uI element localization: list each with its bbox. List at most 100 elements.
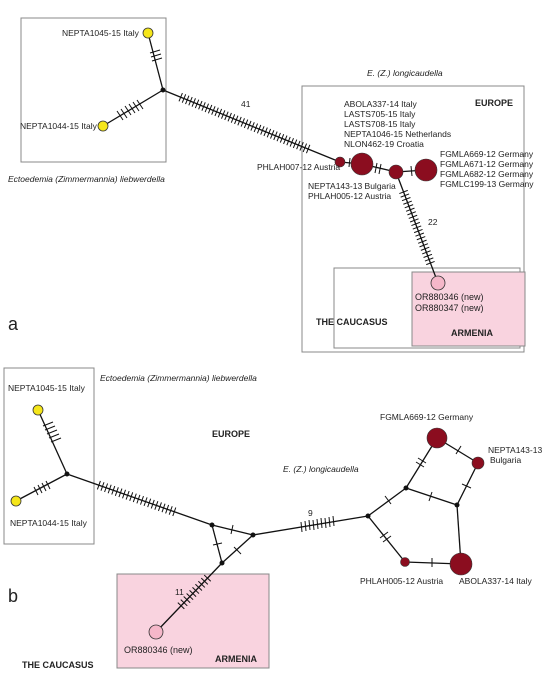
label-nepta1045-a: NEPTA1045-15 Italy — [62, 28, 140, 38]
edge-b-11 — [405, 487, 458, 506]
mutation-tick — [234, 115, 239, 125]
mutation-tick — [161, 503, 166, 513]
mutation-tick — [253, 123, 259, 133]
panel-a: NEPTA1045-15 Italy NEPTA1044-15 Italy Ec… — [8, 17, 534, 353]
label-italy-group-4: NLON462-19 Croatia — [344, 139, 424, 149]
mutation-tick — [129, 492, 134, 501]
mutation-tick — [419, 243, 429, 248]
label-nepta143-country-b: Bulgaria — [490, 455, 521, 465]
ticks-edge-b-8 — [300, 515, 335, 533]
label-germany-group-1: FGMLA671-12 Germany — [440, 159, 534, 169]
mutation-tick — [194, 99, 200, 109]
label-bulgaria-group-1: PHLAH005-12 Austria — [308, 191, 391, 201]
mutation-tick — [405, 207, 415, 212]
mutation-tick — [227, 112, 232, 122]
label-italy-group-3: NEPTA1046-15 Netherlands — [344, 129, 451, 139]
ticks-edge-a-5 — [374, 162, 382, 175]
mutation-tick — [183, 596, 191, 604]
tick-edge-b-4 — [230, 524, 234, 535]
node-abola337-b — [449, 552, 473, 576]
edge-b-4 — [211, 524, 254, 536]
label-italy-group-2: LASTS708-15 Italy — [344, 119, 416, 129]
mutation-tick — [416, 236, 426, 241]
mutation-tick — [96, 480, 101, 490]
label-nepta1044-a: NEPTA1044-15 Italy — [20, 121, 98, 131]
label-bulgaria-group-0: NEPTA143-13 Bulgaria — [308, 181, 396, 191]
mutation-tick — [172, 507, 177, 517]
ticks-edge-b-1 — [42, 421, 62, 443]
label-italy-group-1: LASTS705-15 Italy — [344, 109, 416, 119]
mutation-tick — [426, 260, 435, 266]
mutation-tick — [289, 138, 294, 147]
mutation-tick — [136, 494, 141, 504]
mutation-tick — [420, 246, 430, 251]
ticks-edge-a-7 — [399, 189, 435, 266]
mutation-tick — [422, 250, 431, 255]
mutation-count-9: 9 — [308, 508, 313, 518]
region-caucasus-a: THE CAUCASUS — [316, 317, 388, 327]
panel-letter-b: b — [8, 586, 18, 606]
edge-b-6 — [221, 534, 254, 564]
label-germany-group-2: FGMLA682-12 Germany — [440, 169, 534, 179]
mutation-tick — [104, 483, 109, 493]
node-median-b7 — [454, 502, 460, 508]
mutation-tick — [207, 104, 213, 114]
mutation-tick — [423, 253, 433, 258]
mutation-tick — [221, 110, 226, 119]
edge-b-3 — [66, 473, 213, 526]
edge-b-1 — [37, 409, 68, 475]
region-armenia-a: ARMENIA — [451, 328, 493, 338]
node-nepta1044-b — [10, 495, 22, 507]
node-nepta1044-a — [97, 120, 109, 132]
ticks-edge-b-3 — [96, 480, 177, 517]
ticks-edge-a-3 — [178, 92, 311, 154]
mutation-tick — [400, 193, 410, 198]
mutation-tick — [401, 197, 411, 202]
mutation-tick — [237, 116, 242, 126]
tick-edge-b-5 — [212, 542, 223, 546]
mutation-tick — [240, 118, 245, 127]
mutation-tick — [189, 590, 197, 597]
mutation-tick — [122, 489, 126, 499]
mutation-tick — [154, 501, 159, 510]
tick-edge-b-13 — [455, 445, 462, 455]
mutation-tick — [200, 577, 209, 585]
mutation-tick — [260, 126, 265, 135]
mutation-tick — [302, 143, 308, 153]
mutation-count-22: 22 — [428, 217, 438, 227]
mutation-tick — [411, 221, 421, 227]
mutation-tick — [198, 580, 206, 588]
mutation-tick — [168, 506, 173, 515]
edge-b-14 — [456, 462, 479, 506]
mutation-tick — [114, 487, 119, 496]
ticks-edge-b-2 — [33, 480, 51, 496]
mutation-tick — [178, 92, 183, 102]
region-europe-a: EUROPE — [475, 98, 513, 108]
mutation-tick — [412, 225, 422, 230]
node-median-b2 — [209, 522, 215, 528]
edge-b-9 — [367, 487, 407, 517]
tick-edge-b-14 — [461, 483, 472, 489]
tick-edge-b-6 — [233, 546, 242, 555]
mutation-tick — [276, 132, 281, 142]
mutation-tick — [407, 211, 417, 216]
mutation-tick — [296, 140, 301, 150]
label-or880346-a: OR880346 (new) — [415, 292, 484, 302]
edge-b-8 — [252, 515, 369, 536]
mutation-tick — [217, 108, 223, 118]
tick-edge-a-6 — [410, 165, 413, 177]
edge-a-3 — [162, 89, 341, 163]
mutation-tick — [417, 239, 427, 244]
edge-a-1 — [147, 32, 164, 91]
liebwerdella-box-a — [20, 17, 167, 163]
label-abola337-b: ABOLA337-14 Italy — [459, 576, 533, 586]
label-phlah005-b: PHLAH005-12 Austria — [360, 576, 443, 586]
species-liebwerdella-b: Ectoedemia (Zimmermannia) liebwerdella — [100, 373, 257, 383]
label-or880346-b: OR880346 (new) — [124, 645, 193, 655]
mutation-tick — [157, 502, 162, 512]
mutation-tick — [211, 106, 216, 115]
mutation-tick — [279, 134, 285, 143]
label-germany-group-3: FGMLC199-13 Germany — [440, 179, 534, 189]
label-nepta1044-b: NEPTA1044-15 Italy — [10, 518, 88, 528]
